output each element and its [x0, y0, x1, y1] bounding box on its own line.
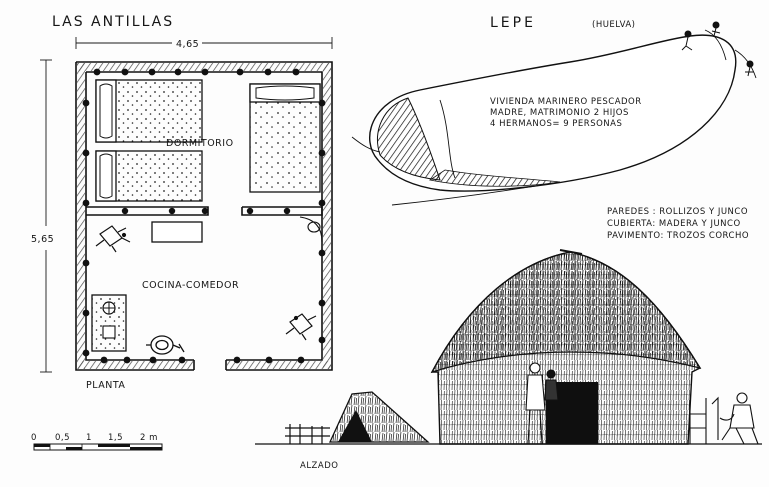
room-label-bedroom: DORMITORIO — [166, 138, 234, 149]
height-dimension — [40, 59, 52, 373]
coast-map — [351, 21, 757, 206]
chair-top-left — [95, 225, 131, 253]
floor-plan: DORMITORIO COCINA-COMEDOR — [75, 61, 333, 371]
door-swing — [299, 216, 323, 243]
materials-walls: PAREDES : ROLLIZOS Y JUNCO — [607, 207, 748, 217]
location-province: (HUELVA) — [592, 20, 636, 30]
chair-bottom-right — [285, 313, 317, 341]
inhabitants-line-3: 4 HERMANOS= 9 PERSONAS — [490, 119, 622, 129]
elevation-caption: ALZADO — [300, 461, 338, 471]
plan-width-label: 4,65 — [176, 39, 199, 50]
location-name: LEPE — [490, 15, 536, 31]
scale-label-3: 1,5 — [108, 433, 123, 443]
scale-label-4: 2 m — [140, 433, 158, 443]
stove — [91, 294, 127, 352]
drawing-title: LAS ANTILLAS — [52, 14, 174, 30]
scale-bar — [33, 443, 163, 451]
width-dimension — [75, 37, 333, 49]
bed-left-bottom — [95, 150, 203, 202]
materials-roof: CUBIERTA: MADERA Y JUNCO — [607, 219, 741, 229]
table — [151, 221, 203, 243]
elevation — [255, 249, 762, 445]
bed-left-top — [95, 79, 203, 143]
scale-label-0: 0 — [31, 433, 37, 443]
inhabitants-line-2: MADRE, MATRIMONIO 2 HIJOS — [490, 108, 629, 118]
plan-height-label: 5,65 — [31, 234, 54, 245]
plan-caption: PLANTA — [86, 380, 125, 391]
wall-posts — [82, 68, 326, 364]
room-label-kitchen: COCINA-COMEDOR — [142, 280, 239, 291]
scale-label-2: 1 — [86, 433, 92, 443]
scale-label-1: 0,5 — [55, 433, 70, 443]
materials-floor: PAVIMENTO: TROZOS CORCHO — [607, 231, 749, 241]
bed-right — [249, 83, 321, 193]
washbasin — [146, 335, 185, 355]
inhabitants-line-1: VIVIENDA MARINERO PESCADOR — [490, 97, 642, 107]
